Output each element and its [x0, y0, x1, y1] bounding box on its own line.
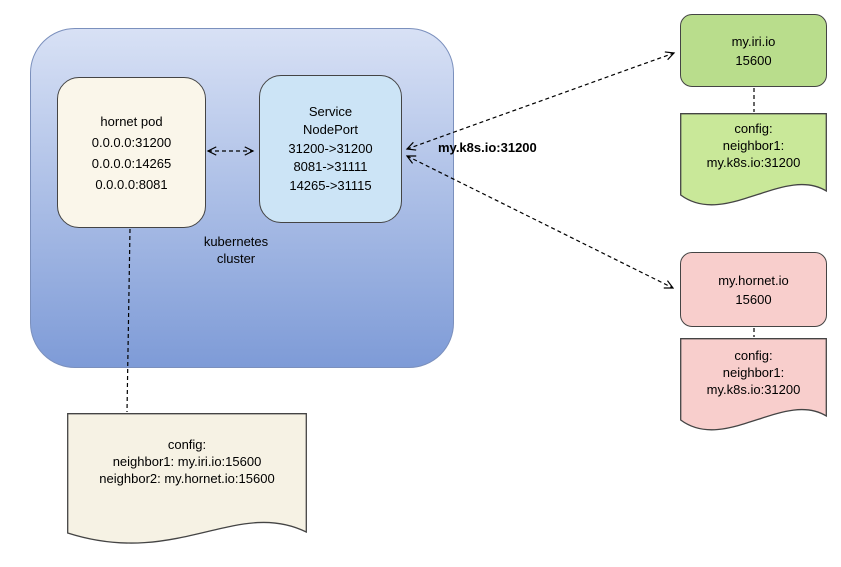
document-shape — [680, 338, 827, 431]
service-nodeport-node: Service NodePort 31200->31200 8081->3111… — [259, 75, 402, 223]
hornet-config-note: config: neighbor1: my.k8s.io:31200 — [680, 338, 827, 438]
hornet-pod-address: 0.0.0.0:8081 — [95, 176, 168, 192]
hornet-pod-node: hornet pod 0.0.0.0:31200 0.0.0.0:14265 0… — [57, 77, 206, 228]
service-subtitle: NodePort — [303, 122, 358, 138]
pod-config-note: config: neighbor1: my.iri.io:15600 neigh… — [67, 413, 307, 549]
hornet-node: my.hornet.io 15600 — [680, 252, 827, 327]
iri-node-port: 15600 — [735, 52, 772, 68]
document-shape — [67, 413, 307, 544]
service-port-mapping: 31200->31200 — [288, 140, 373, 156]
iri-config-text: config: neighbor1: my.k8s.io:31200 — [706, 121, 801, 170]
service-title: Service — [308, 103, 353, 119]
service-port-mapping: 14265->31115 — [289, 177, 372, 193]
pod-config-text: config: neighbor1: my.iri.io:15600 neigh… — [99, 437, 275, 486]
hornet-pod-title: hornet pod — [100, 113, 163, 129]
hornet-pod-address: 0.0.0.0:14265 — [91, 155, 172, 171]
hornet-config-text: config: neighbor1: my.k8s.io:31200 — [706, 348, 801, 397]
hornet-pod-address: 0.0.0.0:31200 — [91, 134, 172, 150]
hornet-node-port: 15600 — [735, 291, 772, 307]
iri-node-host: my.iri.io — [731, 33, 776, 49]
hornet-node-host: my.hornet.io — [718, 272, 789, 288]
iri-node: my.iri.io 15600 — [680, 14, 827, 87]
iri-config-note: config: neighbor1: my.k8s.io:31200 — [680, 113, 827, 213]
service-port-mapping: 8081->31111 — [293, 159, 368, 175]
edge-label-k8s-address: my.k8s.io:31200 — [438, 140, 537, 155]
cluster-label: kubernetes cluster — [203, 234, 269, 266]
document-shape — [680, 113, 827, 206]
